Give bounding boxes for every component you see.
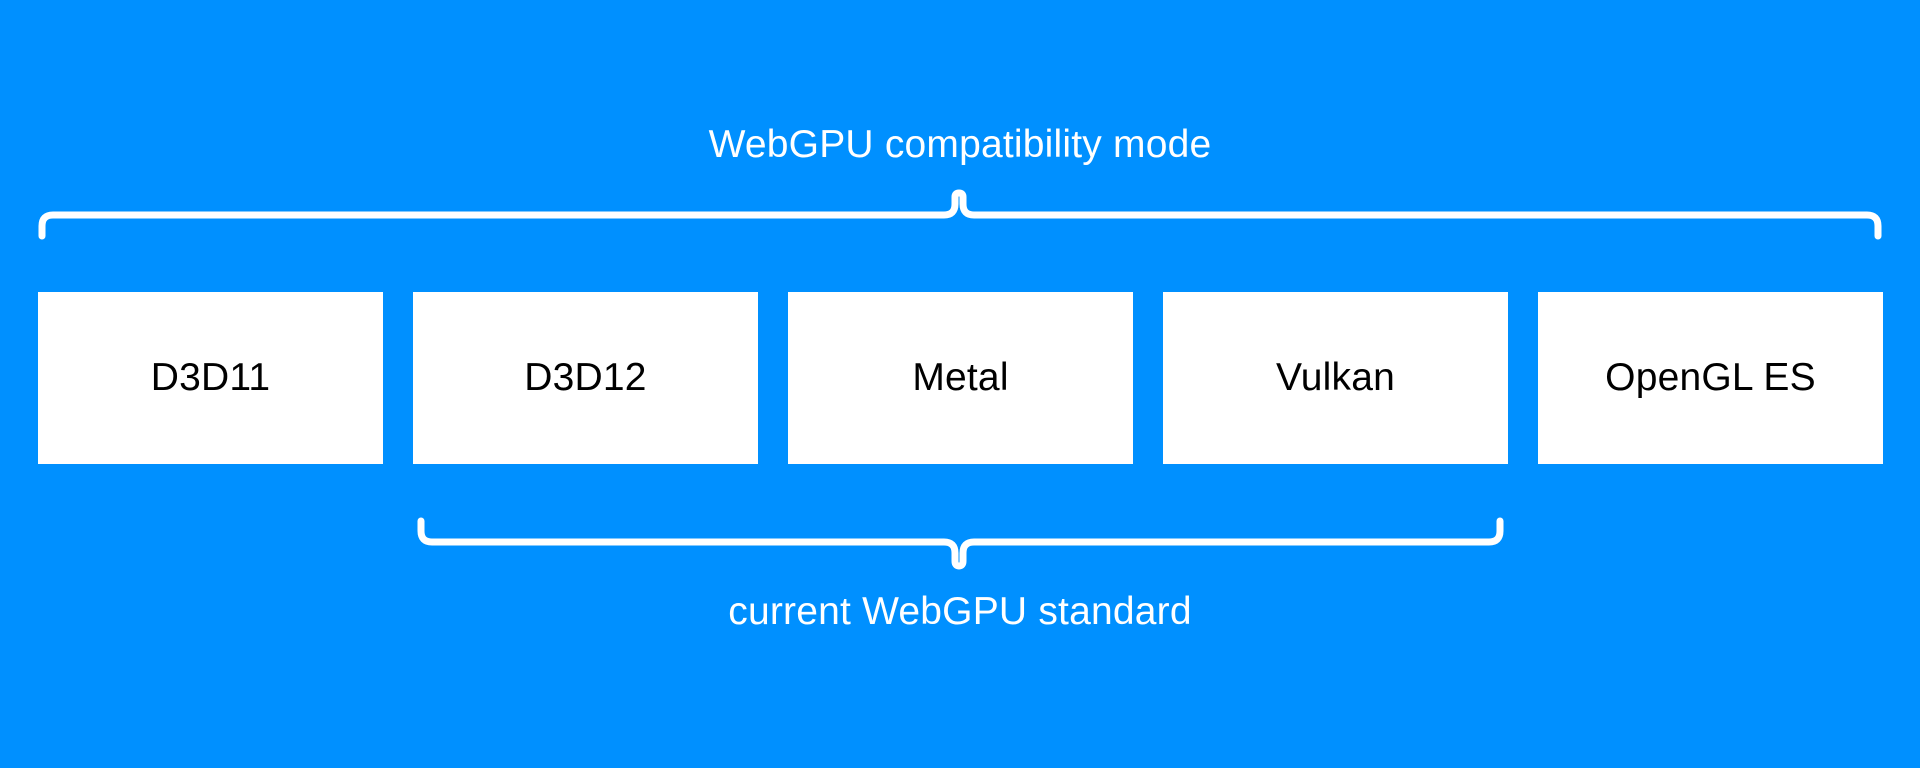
- api-box-d3d12[interactable]: D3D12: [413, 292, 758, 464]
- api-box-opengl-es[interactable]: OpenGL ES: [1538, 292, 1883, 464]
- api-box-vulkan[interactable]: Vulkan: [1163, 292, 1508, 464]
- api-box-metal[interactable]: Metal: [788, 292, 1133, 464]
- api-box-row: D3D11 D3D12 Metal Vulkan OpenGL ES: [38, 292, 1883, 464]
- api-box-label: D3D11: [150, 356, 271, 399]
- bottom-brace-label: current WebGPU standard: [728, 590, 1192, 633]
- api-box-label: Metal: [912, 356, 1009, 399]
- api-box-label: D3D12: [524, 356, 647, 399]
- api-box-label: Vulkan: [1276, 356, 1395, 399]
- api-box-d3d11[interactable]: D3D11: [38, 292, 383, 464]
- api-box-label: OpenGL ES: [1605, 356, 1816, 399]
- top-brace-label: WebGPU compatibility mode: [708, 123, 1212, 166]
